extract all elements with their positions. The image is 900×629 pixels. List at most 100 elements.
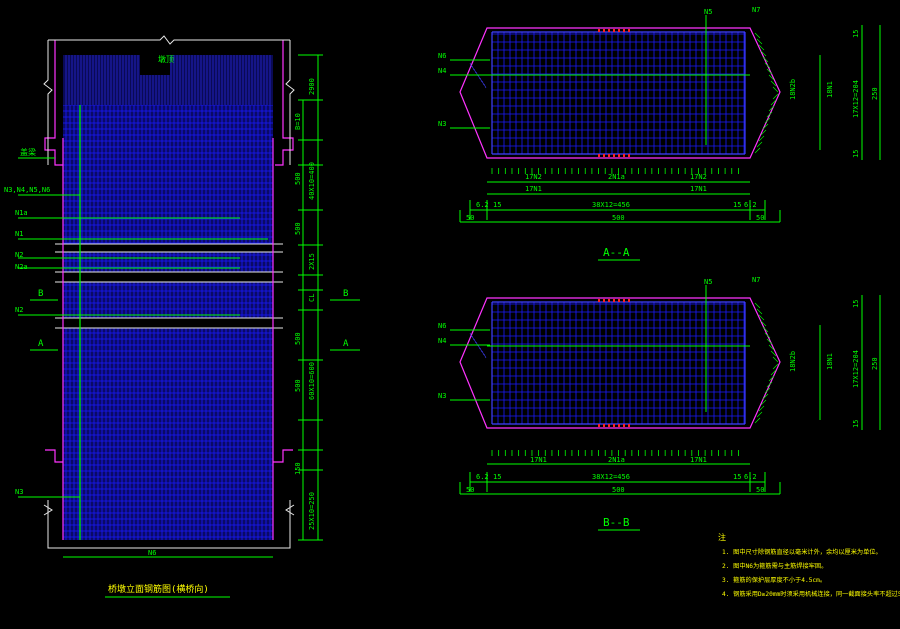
bb-dim-15-r: 15 bbox=[733, 473, 741, 481]
dim-ticks bbox=[298, 54, 323, 541]
hatch bbox=[754, 302, 761, 309]
bb-label-n6: N6 bbox=[438, 322, 446, 330]
bar-marker bbox=[608, 29, 610, 32]
section-b-left: B bbox=[38, 289, 43, 299]
bar-marker bbox=[623, 299, 625, 302]
aa-dim-15-l: 15 bbox=[493, 201, 501, 209]
section-aa-outline bbox=[459, 27, 781, 159]
dim-label: 2X15 bbox=[308, 253, 316, 270]
aa-dim-15-top: 15 bbox=[852, 30, 860, 38]
aa-stirrup-4: 17N1 bbox=[525, 185, 542, 193]
dim-label: CL bbox=[308, 294, 316, 302]
hatch-left bbox=[471, 335, 475, 341]
bar-marker bbox=[603, 424, 605, 427]
general-notes: 注 1. 图中尺寸除钢筋直径以毫米计外，余均以厘米为单位。 2. 图中N6为箍筋… bbox=[718, 532, 900, 598]
section-bb-rebar bbox=[469, 299, 779, 427]
pier-outline-left-top bbox=[44, 40, 63, 166]
note-4: 4. 钢筋采用D≥20mm时须采用机械连接，同一截面接头率不超过50%。 bbox=[722, 590, 900, 598]
note-1: 1. 图中尺寸除钢筋直径以毫米计外，余均以厘米为单位。 bbox=[722, 548, 882, 556]
hatch-left bbox=[473, 68, 477, 74]
break-lines bbox=[55, 243, 283, 329]
aa-dim-18n1-text: 18N1 bbox=[826, 81, 834, 98]
hatch bbox=[768, 344, 775, 351]
hatch bbox=[754, 417, 761, 424]
hatch bbox=[756, 141, 763, 148]
bar-marker bbox=[608, 299, 610, 302]
bb-label-n3: N3 bbox=[438, 392, 446, 400]
bb-dim-18n1-text: 18N1 bbox=[826, 353, 834, 370]
hatch bbox=[754, 32, 761, 39]
hatch bbox=[772, 86, 779, 93]
hatch bbox=[758, 405, 765, 412]
section-aa-ticks bbox=[459, 168, 781, 222]
section-aa-label: A--A bbox=[603, 246, 630, 259]
dim-label: 25X10=250 bbox=[308, 492, 316, 530]
aa-label-n5: N5 bbox=[704, 8, 712, 16]
frame-top bbox=[48, 35, 290, 45]
dim-label: 60X10=600 bbox=[308, 362, 316, 400]
hatch bbox=[756, 38, 763, 45]
top-note: 墩顶 bbox=[158, 54, 174, 64]
section-a-left: A bbox=[38, 339, 44, 349]
bottom-bar-label: N6 bbox=[148, 549, 156, 557]
aa-dim-500: 500 bbox=[612, 214, 625, 222]
bb-stirrup-2: 2N1a bbox=[608, 456, 625, 464]
aa-dim-50-r: 50 bbox=[756, 214, 764, 222]
hatch bbox=[772, 93, 779, 100]
bb-dim-456: 38X12=456 bbox=[592, 473, 630, 481]
bb-label-n7: N7 bbox=[752, 276, 760, 284]
pier-elevation-view: 墩顶 盖梁 N3,N4,N5,N6 N1a N1 N2 N2a N2 N3 B … bbox=[4, 35, 360, 598]
label-n3: N3 bbox=[15, 488, 23, 496]
hatch-left bbox=[481, 80, 485, 86]
pier-outline-right-bottom bbox=[273, 449, 293, 463]
hatch bbox=[762, 326, 769, 333]
hatch bbox=[770, 99, 777, 106]
hatch bbox=[768, 105, 775, 112]
bb-dim-6-2-r: 6.2 bbox=[744, 473, 757, 481]
bb-dim-50-l: 50 bbox=[466, 486, 474, 494]
bar-marker bbox=[598, 29, 600, 32]
break-mark-br bbox=[285, 504, 295, 516]
aa-dim-6-2-l: 6.2 bbox=[476, 201, 489, 209]
bar-marker bbox=[628, 29, 630, 32]
dim-label: 500 bbox=[294, 379, 302, 392]
hatch bbox=[758, 44, 765, 51]
break-gap bbox=[55, 244, 283, 252]
break-gap bbox=[55, 272, 283, 282]
bar-marker bbox=[613, 29, 615, 32]
hatch bbox=[766, 111, 773, 118]
bar-marker bbox=[618, 154, 620, 157]
hatch-left bbox=[477, 74, 481, 80]
section-bb-outline bbox=[459, 297, 781, 429]
frame-right bbox=[285, 40, 295, 165]
hatch bbox=[770, 80, 777, 87]
rebar-cage-fill bbox=[63, 55, 273, 540]
top-notch bbox=[140, 55, 170, 75]
hatch-left bbox=[469, 332, 473, 338]
bb-dim-250: 250 bbox=[871, 357, 879, 370]
bar-marker bbox=[623, 424, 625, 427]
break-mark-bl bbox=[43, 504, 53, 516]
bb-stirrup-3: 17N1 bbox=[690, 456, 707, 464]
rebar-grid bbox=[63, 55, 273, 540]
bb-stirrup-1: 17N1 bbox=[530, 456, 547, 464]
hatch bbox=[762, 393, 769, 400]
aa-dim-204: 17X12=204 bbox=[852, 80, 860, 118]
hatch bbox=[770, 369, 777, 376]
aa-stirrup-2: 2N1a bbox=[608, 173, 625, 181]
hatch bbox=[760, 129, 767, 136]
label-n2b: N2 bbox=[15, 306, 23, 314]
notes-heading: 注 bbox=[718, 532, 726, 542]
bar-marker bbox=[598, 424, 600, 427]
bb-dim-15-top: 15 bbox=[852, 300, 860, 308]
bb-dim-18n2b: 18N2b bbox=[789, 351, 797, 372]
hatch-left bbox=[481, 350, 485, 356]
aa-label-n3: N3 bbox=[438, 120, 446, 128]
aa-dim-250: 250 bbox=[871, 87, 879, 100]
bar-marker bbox=[608, 154, 610, 157]
aa-dim-50-l: 50 bbox=[466, 214, 474, 222]
hatch bbox=[768, 74, 775, 81]
pier-outline-right-top bbox=[275, 40, 294, 166]
hatch bbox=[758, 314, 765, 321]
